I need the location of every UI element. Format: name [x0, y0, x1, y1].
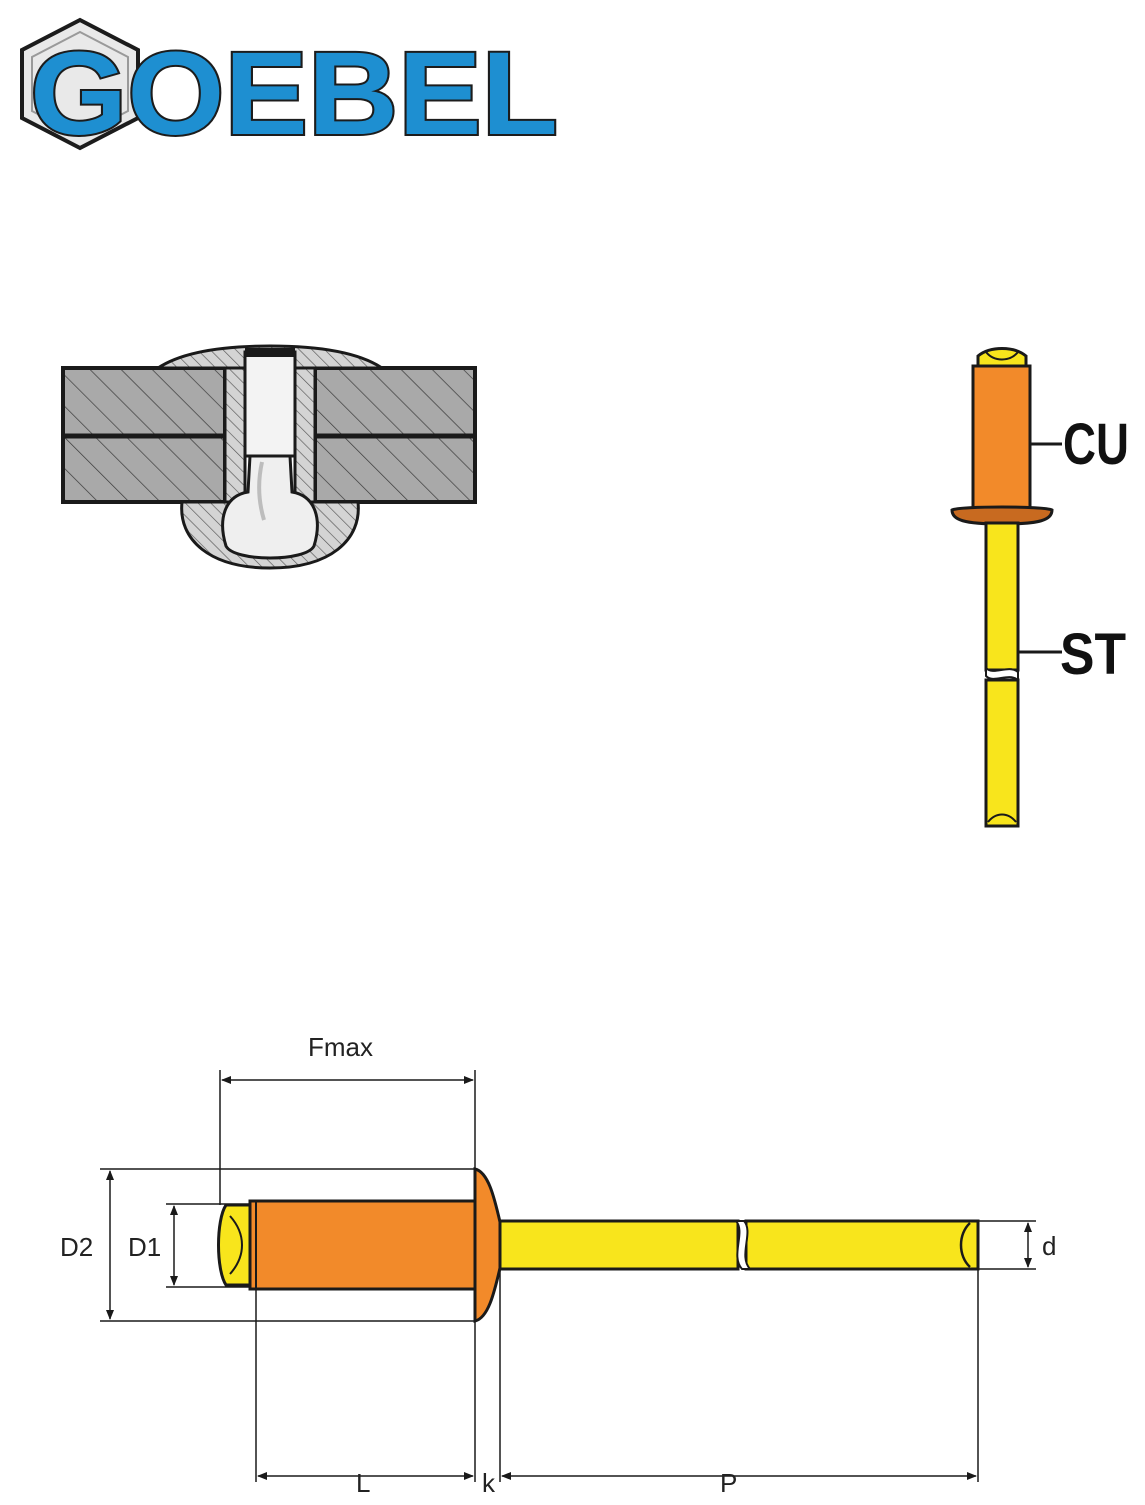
logo-wordmark: GOEBEL — [30, 28, 558, 160]
dim-mandrel-right — [744, 1219, 980, 1271]
dimension-drawing: Fmax D2 D1 d L k P — [60, 1032, 1056, 1498]
dim-rivet-body — [248, 1199, 477, 1291]
plate-top-left — [61, 366, 227, 438]
dim-label-d2: D2 — [60, 1232, 93, 1262]
callout-st-label: ST — [1060, 622, 1126, 687]
logo-hexagon — [20, 17, 140, 151]
rivet-flange — [950, 505, 1054, 526]
plate-bottom-left — [61, 434, 227, 504]
goebel-logo: GOEBEL — [20, 17, 560, 162]
mandrel-lower — [984, 678, 1020, 828]
dim-mandrel-left — [498, 1219, 740, 1271]
mandrel-upper — [984, 521, 1020, 672]
callout-cu-label: CU — [1063, 412, 1129, 477]
dim-rivet-flange — [473, 1167, 502, 1323]
installed-rivet-cross-section — [61, 344, 477, 570]
dim-label-d1: D1 — [128, 1232, 161, 1262]
plate-bottom-right — [313, 434, 477, 504]
dim-label-k: k — [482, 1468, 496, 1498]
dim-mandrel-head — [217, 1203, 252, 1287]
plate-top-right — [313, 366, 477, 438]
rivet-side-view: CU ST — [950, 347, 1129, 828]
dim-label-p: P — [720, 1468, 737, 1498]
mandrel-head-section — [221, 454, 319, 560]
rivet-body-copper — [971, 364, 1032, 512]
dim-label-fmax: Fmax — [308, 1032, 373, 1062]
dim-label-l: L — [356, 1468, 370, 1498]
mandrel-shank-section — [243, 350, 297, 458]
mandrel-top-head — [976, 347, 1028, 370]
dim-label-d: d — [1042, 1231, 1056, 1261]
